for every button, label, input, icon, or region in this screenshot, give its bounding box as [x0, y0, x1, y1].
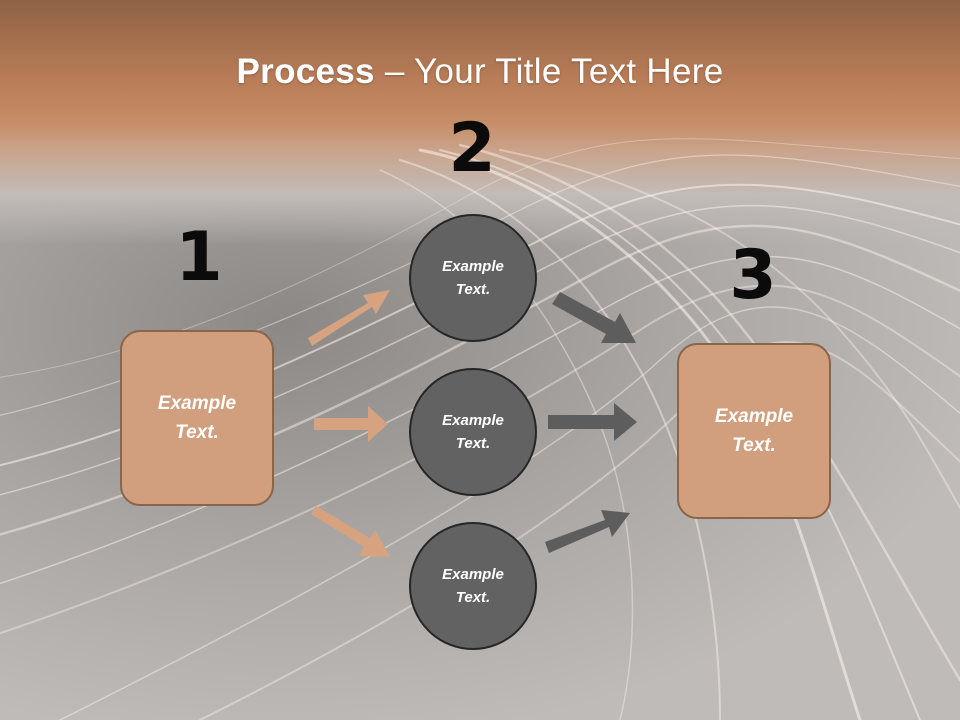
step-number-1: 1: [175, 218, 223, 297]
title-bold: Process: [236, 52, 375, 91]
circle-middle-text: Example Text.: [442, 412, 504, 452]
step-3-text: Example Text.: [714, 406, 794, 456]
step-1-box[interactable]: Example Text.: [120, 330, 274, 506]
circle-bottom-text: Example Text.: [442, 566, 504, 606]
step-2-circle-bottom[interactable]: Example Text.: [409, 522, 537, 650]
circle-top-text: Example Text.: [442, 258, 504, 298]
step-1-text: Example Text.: [157, 393, 237, 443]
step-2-circle-middle[interactable]: Example Text.: [409, 368, 537, 496]
step-number-2: 2: [448, 109, 496, 188]
slide-title: Process – Your Title Text Here: [0, 52, 960, 92]
title-rest: – Your Title Text Here: [374, 52, 724, 91]
step-number-3: 3: [729, 236, 777, 315]
step-2-circle-top[interactable]: Example Text.: [409, 214, 537, 342]
step-3-box[interactable]: Example Text.: [677, 343, 831, 519]
